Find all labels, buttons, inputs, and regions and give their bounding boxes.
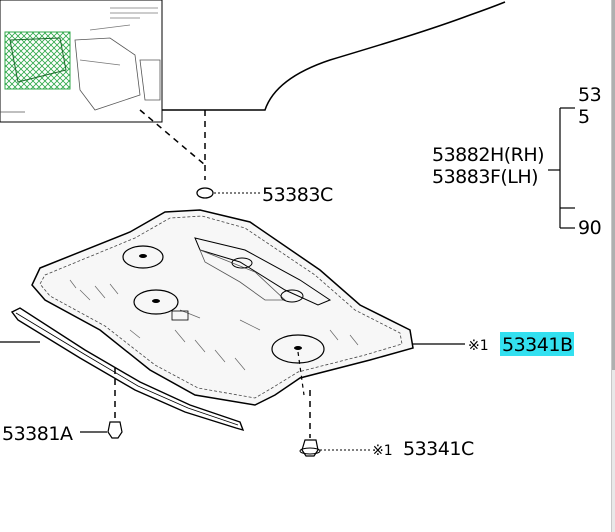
overview-thumbnail[interactable] [0, 0, 163, 123]
ref-mark-53341b: ※1 [468, 338, 489, 354]
label-partial-5[interactable]: 5 [578, 106, 590, 128]
label-53341b[interactable]: 53341B [502, 334, 573, 356]
ref-mark-53341c: ※1 [372, 443, 393, 459]
label-partial-53[interactable]: 53 [578, 84, 602, 106]
scrollbar-thumb[interactable] [612, 0, 615, 370]
hood-outline [160, 1, 506, 111]
label-53882h-rh[interactable]: 53882H(RH) [432, 144, 545, 166]
highlight-53341b [500, 332, 574, 356]
clip-53381a[interactable] [80, 421, 123, 439]
hood-insulator-pad[interactable] [31, 209, 414, 406]
label-partial-90[interactable]: 90 [578, 217, 602, 239]
label-53381a[interactable]: 53381A [2, 423, 73, 445]
clip-53341c[interactable] [299, 439, 370, 457]
label-53341c[interactable]: 53341C [403, 438, 474, 460]
clip-53383c[interactable] [196, 187, 260, 199]
label-53383c[interactable]: 53383C [262, 184, 333, 206]
vertical-scrollbar[interactable] [611, 0, 615, 532]
seal-strip[interactable] [10, 307, 245, 432]
label-53883f-lh[interactable]: 53883F(LH) [432, 166, 539, 188]
